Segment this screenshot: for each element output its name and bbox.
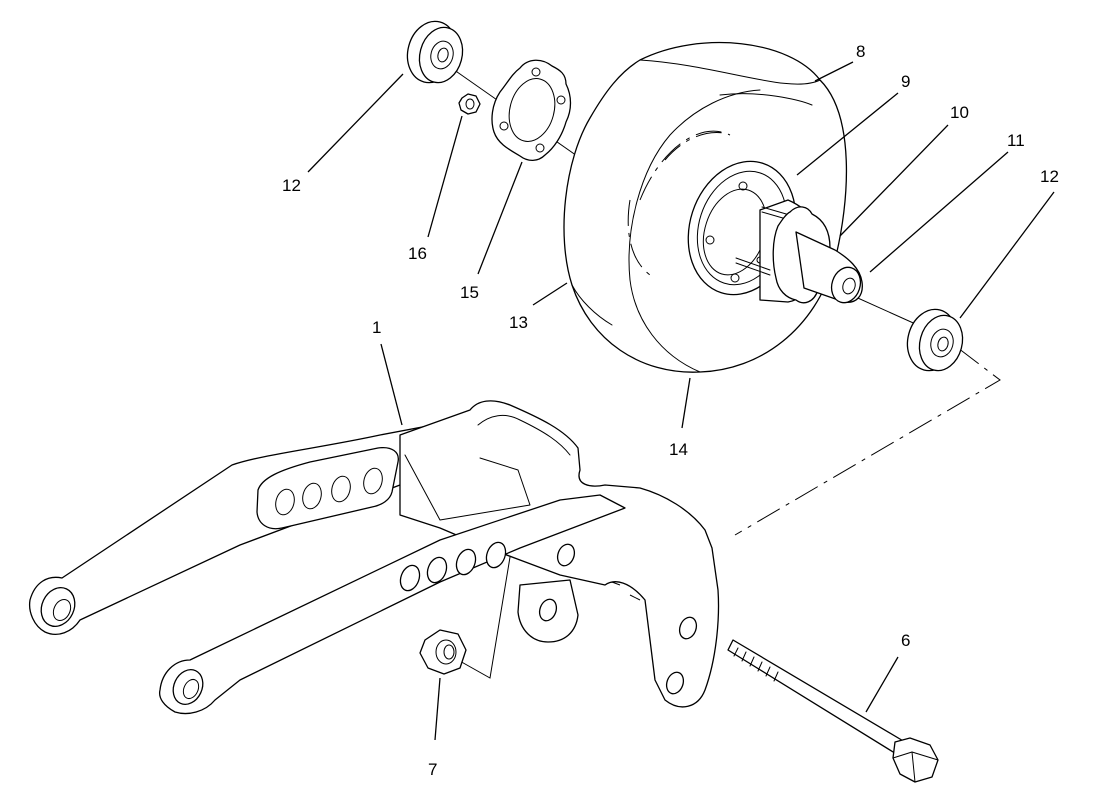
- callout-16: 16: [408, 244, 427, 263]
- bearing-upper: [406, 20, 464, 84]
- callout-14: 14: [669, 440, 688, 459]
- callout-12-upper: 12: [282, 176, 301, 195]
- spindle: [795, 231, 863, 304]
- callout-1: 1: [372, 318, 381, 337]
- callout-12-lower: 12: [1040, 167, 1059, 186]
- callout-9: 9: [901, 72, 910, 91]
- swing-arm: [28, 400, 720, 715]
- callout-labels: 12 16 15 13 14 8 9 10 11 12 1 6 7: [282, 42, 1059, 779]
- leader-lines: [307, 61, 1055, 741]
- bolt: [727, 639, 939, 783]
- bearing-lower: [906, 308, 964, 372]
- callout-13: 13: [509, 313, 528, 332]
- callout-8: 8: [856, 42, 865, 61]
- clamp-plate: [491, 59, 572, 162]
- callout-15: 15: [460, 283, 479, 302]
- callout-10: 10: [950, 103, 969, 122]
- callout-7: 7: [428, 760, 437, 779]
- callout-11: 11: [1007, 131, 1025, 150]
- callout-6: 6: [901, 631, 910, 650]
- small-nut: [458, 93, 481, 115]
- lock-nut: [419, 629, 467, 675]
